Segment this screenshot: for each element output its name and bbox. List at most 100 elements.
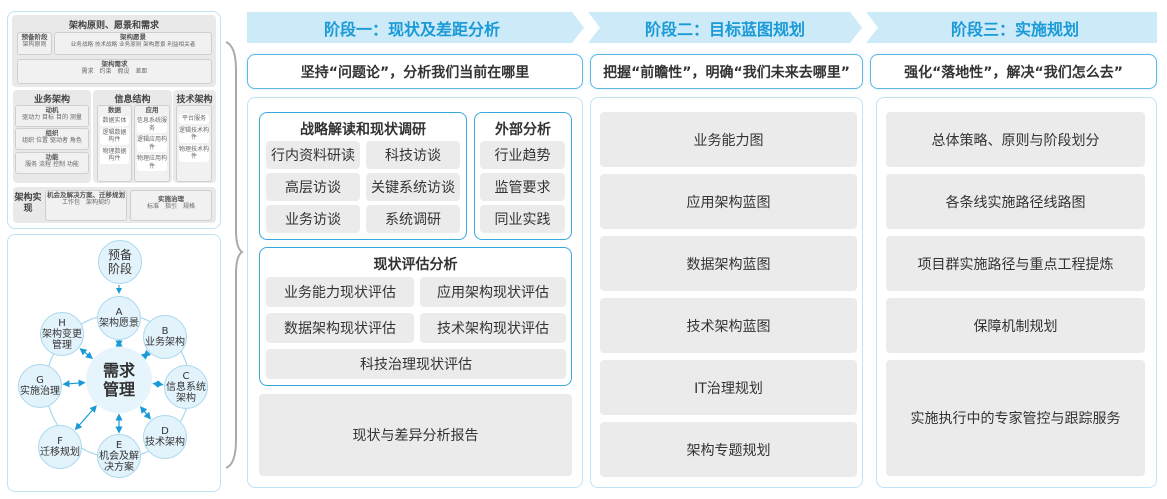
node-letter: B: [161, 326, 169, 337]
tech-title: 技术架构: [176, 95, 213, 105]
node-letter: D: [161, 426, 169, 437]
box-items: 驱动力 目标 目的 测量: [22, 114, 82, 121]
requirements-box: 架构需求需求 约束 假设 差距: [17, 59, 212, 84]
data-title: 数据: [108, 106, 121, 114]
phase-2-title: 阶段二：目标蓝图规划: [644, 19, 805, 39]
strategy-title: 战略解读和现状调研: [300, 122, 426, 138]
node-label: 技术架构: [145, 437, 185, 448]
chip: 数据实体: [100, 116, 129, 126]
business-title: 业务架构: [33, 95, 70, 105]
strategy-item[interactable]: 业务访谈: [266, 205, 360, 233]
prelim-title: 预备阶段: [21, 33, 48, 41]
assessment-item[interactable]: 应用架构现状评估: [420, 277, 566, 307]
principles-title: 架构原则、愿景和需求: [68, 21, 159, 31]
node-letter: E: [115, 439, 123, 451]
strategy-item[interactable]: 行内资料研读: [266, 141, 360, 169]
node-label: 迁移规划: [40, 447, 80, 458]
node-letter: H: [58, 317, 66, 329]
implementation-item[interactable]: 项目群实施路径与重点工程提炼: [886, 236, 1145, 291]
chip: 物理数据构件: [100, 146, 129, 164]
bracket-divider: [225, 41, 244, 469]
vision-items: 业务战略 技术战略 业务原则 架构愿景 利益相关者: [70, 42, 196, 48]
app-title: 应用: [145, 106, 159, 114]
node-letter: F: [57, 436, 63, 447]
assessment-item[interactable]: 科技治理现状评估: [266, 349, 566, 379]
box-items: 标准 指引 规格: [146, 203, 195, 210]
blueprint-item[interactable]: 数据架构蓝图: [600, 236, 857, 291]
chip: 平台服务: [179, 114, 209, 124]
blueprint-item[interactable]: 业务能力图: [600, 112, 857, 167]
info-title: 信息结构: [114, 95, 151, 105]
center-label: 需求管理: [102, 361, 135, 399]
prelim-box: 预备阶段架构原则: [17, 32, 52, 55]
phase-3-motto: 强化“落地性”，解决“我们怎么去”: [870, 54, 1157, 89]
box-title: 动机: [45, 106, 59, 114]
assessment-item[interactable]: 技术架构现状评估: [420, 313, 566, 343]
blueprint-item[interactable]: IT治理规划: [600, 360, 857, 415]
external-item[interactable]: 同业实践: [480, 205, 565, 233]
vision-box: 架构愿景业务战略 技术战略 业务原则 架构愿景 利益相关者: [54, 32, 212, 55]
tech-box: 平台服务逻辑技术构件物理技术构件: [176, 105, 212, 182]
opportunities-box: 机会及解决方案、迁移规划工作包 架构契约: [45, 190, 127, 221]
governance-box: 实施治理标准 指引 规格: [130, 190, 212, 221]
box-title: 机会及解决方案、迁移规划: [47, 191, 125, 199]
external-item[interactable]: 监管要求: [480, 173, 565, 201]
chip: 逻辑应用构件: [137, 135, 168, 152]
chip: 物理应用构件: [137, 154, 168, 171]
req-items: 需求 约束 假设 差距: [81, 68, 148, 75]
phase-1-title: 阶段一：现状及差距分析: [323, 19, 500, 39]
node-letter: C: [182, 370, 190, 382]
chip: 逻辑技术构件: [179, 125, 210, 143]
assessment-item[interactable]: 业务能力现状评估: [266, 277, 414, 307]
box-items: 组织 位置 驱动者 角色: [22, 137, 82, 144]
phase-bands: [247, 12, 1157, 43]
business-organization: 组织组织 位置 驱动者 角色: [15, 128, 89, 150]
strategy-item[interactable]: 关键系统访谈: [366, 173, 460, 201]
prelim-node[interactable]: 预备阶段: [98, 240, 142, 284]
implementation-item[interactable]: 各条线实施路径线路图: [886, 174, 1145, 229]
assessment-item[interactable]: 数据架构现状评估: [266, 313, 414, 343]
node-label: 信息系统架构: [166, 381, 206, 404]
box-items: 服务 流程 控制 功能: [25, 161, 79, 168]
business-function: 功能服务 流程 控制 功能: [15, 152, 89, 174]
gap-analysis-report[interactable]: 现状与差异分析报告: [259, 394, 572, 476]
assessment-title: 现状评估分析: [373, 257, 458, 273]
prelim-items: 架构原则: [22, 41, 47, 48]
implementation-item[interactable]: 保障机制规划: [886, 298, 1145, 353]
node-letter: A: [115, 307, 123, 318]
app-box: 应用信息系统服务逻辑应用构件物理应用构件: [134, 105, 170, 182]
phase-1-motto: 坚持“问题论”，分析我们当前在哪里: [247, 54, 583, 89]
node-label: 架构变更管理: [42, 328, 82, 351]
box-title: 组织: [45, 129, 59, 137]
vision-title: 架构愿景: [120, 33, 146, 41]
implementation-item[interactable]: 实施执行中的专家管控与跟踪服务: [886, 360, 1145, 476]
strategy-item[interactable]: 高层访谈: [266, 173, 360, 201]
center-requirements-management[interactable]: 需求管理: [86, 347, 152, 413]
implementation-item[interactable]: 总体策略、原则与阶段划分: [886, 112, 1145, 167]
node-label: 实施治理: [20, 386, 60, 397]
box-items: 工作包 架构契约: [61, 199, 110, 206]
blueprint-item[interactable]: 技术架构蓝图: [600, 298, 857, 353]
blueprint-item[interactable]: 架构专题规划: [600, 422, 857, 477]
blueprint-item[interactable]: 应用架构蓝图: [600, 174, 857, 229]
chip: 物理技术构件: [179, 144, 210, 162]
bidirectional-arrow: [79, 348, 94, 360]
box-title: 功能: [45, 153, 59, 161]
node-label: 机会及解决方案: [99, 450, 139, 473]
box-title: 实施治理: [158, 195, 184, 203]
bidirectional-arrow: [62, 379, 86, 388]
strategy-item[interactable]: 系统调研: [366, 205, 460, 233]
chip: 信息系统服务: [137, 116, 168, 133]
external-item[interactable]: 行业趋势: [480, 141, 565, 169]
req-title: 架构需求: [101, 60, 128, 68]
bidirectional-arrow: [74, 405, 97, 431]
strategy-item[interactable]: 科技访谈: [366, 141, 460, 169]
